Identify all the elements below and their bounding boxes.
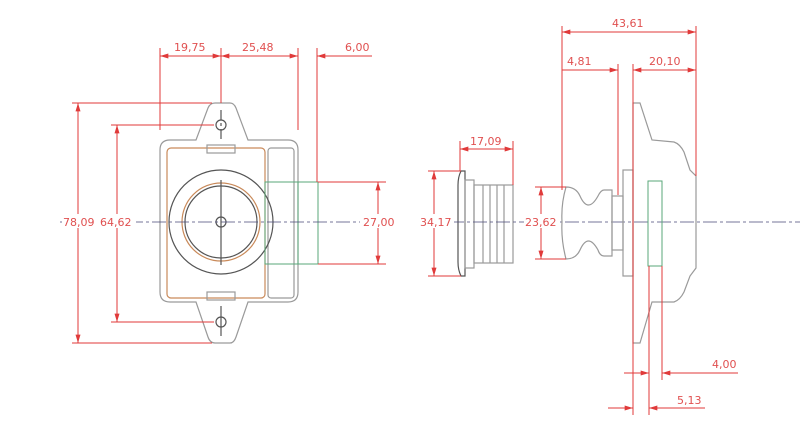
dim-43-61: 43,61 <box>612 17 644 30</box>
dim-23-62: 23,62 <box>525 216 557 229</box>
bottom-clip <box>206 291 236 301</box>
dim-4-00: 4,00 <box>712 358 737 371</box>
top-clip <box>206 144 236 154</box>
front-plate <box>622 169 634 277</box>
dim-4-81: 4,81 <box>567 55 592 68</box>
dim-5-13: 5,13 <box>677 394 702 407</box>
nut-thread <box>473 184 514 264</box>
dim-64-62: 64,62 <box>100 216 132 229</box>
dim-6-00: 6,00 <box>345 41 370 54</box>
dim-25-48: 25,48 <box>242 41 274 54</box>
front-view: 19,75 25,48 6,00 78,09 64,62 27,00 <box>60 41 396 344</box>
dim-19-75: 19,75 <box>174 41 206 54</box>
mounting-flange-outline <box>159 102 299 344</box>
nut-view: 17,09 34,17 <box>420 135 800 277</box>
dim-34-17: 34,17 <box>420 216 452 229</box>
dim-20-10: 20,10 <box>649 55 681 68</box>
side-view: 43,61 4,81 20,10 23,62 4,00 5,13 <box>524 17 738 415</box>
dim-78-09: 78,09 <box>63 216 95 229</box>
dim-17-09: 17,09 <box>470 135 502 148</box>
latch-bolt <box>264 181 319 265</box>
push-knob <box>561 186 613 260</box>
dim-27-00: 27,00 <box>363 216 395 229</box>
latch-body <box>632 102 697 344</box>
side-frame <box>267 147 295 299</box>
nut-flange <box>457 170 466 277</box>
latch-bolt-side <box>647 180 663 267</box>
